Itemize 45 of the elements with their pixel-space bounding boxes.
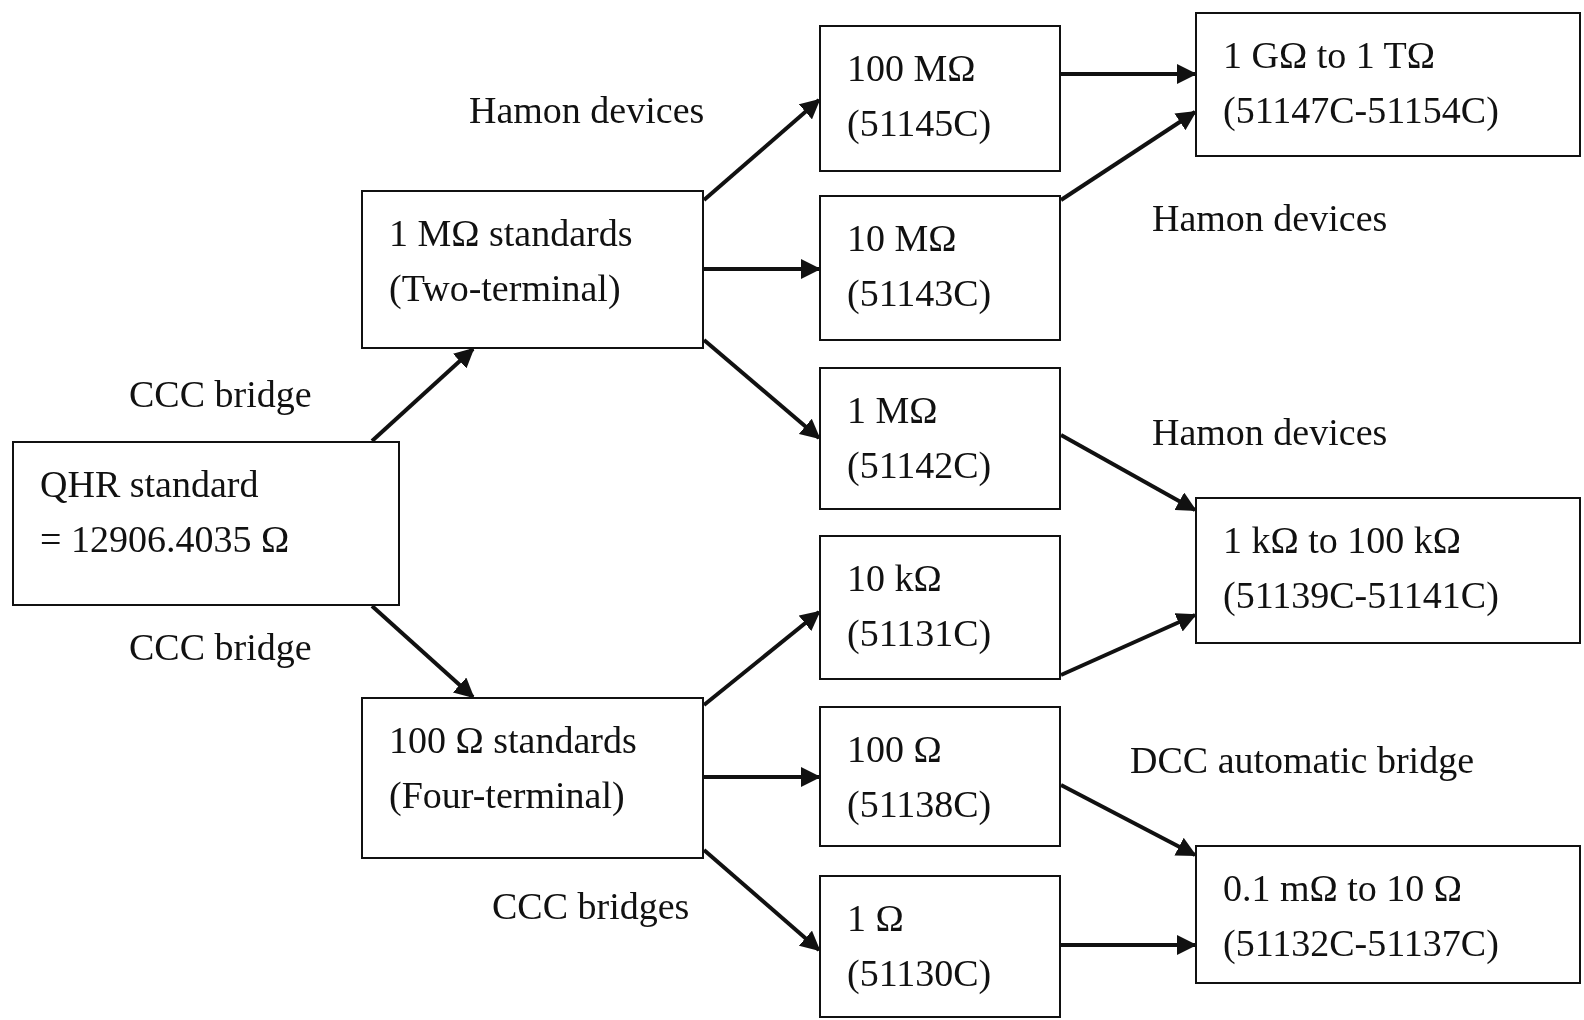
arrow xyxy=(1061,935,1197,955)
box-text: 100 MΩ xyxy=(847,46,977,91)
process-box xyxy=(819,195,1061,341)
process-box xyxy=(1195,497,1581,644)
process-box xyxy=(1195,845,1581,984)
box-text: 10 MΩ xyxy=(847,216,958,261)
box-text: (51143C) xyxy=(847,271,993,317)
arrow xyxy=(370,604,475,699)
process-box xyxy=(361,697,704,859)
box-text: (51147C-51154C) xyxy=(1223,88,1500,134)
box-text: = 12906.4035 Ω xyxy=(40,517,291,563)
box-text: 10 kΩ xyxy=(847,556,943,601)
process-box xyxy=(819,367,1061,510)
box-text: 0.1 mΩ to 10 Ω xyxy=(1223,866,1464,911)
box-text: 1 kΩ to 100 kΩ xyxy=(1223,518,1463,563)
box-text: (51139C-51141C) xyxy=(1223,573,1500,619)
box-text: (Four-terminal) xyxy=(389,773,626,819)
box-text: 100 Ω standards xyxy=(389,718,638,763)
arrow xyxy=(704,767,821,787)
process-box xyxy=(819,25,1061,172)
box-text: (51138C) xyxy=(847,782,993,828)
box-text: (Two-terminal) xyxy=(389,266,622,312)
process-box xyxy=(1195,12,1581,157)
process-box xyxy=(361,190,704,349)
arrow xyxy=(1060,613,1197,677)
process-box xyxy=(819,875,1061,1018)
process-box xyxy=(819,706,1061,847)
box-text: 100 Ω xyxy=(847,727,943,772)
box-text: (51132C-51137C) xyxy=(1223,921,1500,967)
box-text: (51142C) xyxy=(847,443,993,489)
box-text: 1 MΩ xyxy=(847,388,939,433)
arrow xyxy=(1061,64,1197,84)
process-box xyxy=(819,535,1061,680)
process-box xyxy=(12,441,400,606)
box-text: (51145C) xyxy=(847,101,993,147)
box-text: (51130C) xyxy=(847,951,993,997)
box-text: QHR standard xyxy=(40,462,260,507)
box-text: 1 GΩ to 1 TΩ xyxy=(1223,33,1436,78)
arrow xyxy=(1060,433,1197,512)
box-text: 1 MΩ standards xyxy=(389,211,634,256)
box-text: (51131C) xyxy=(847,611,993,657)
arrow xyxy=(370,347,475,443)
arrow xyxy=(704,259,821,279)
box-text: 1 Ω xyxy=(847,896,905,941)
arrow xyxy=(1060,783,1197,857)
